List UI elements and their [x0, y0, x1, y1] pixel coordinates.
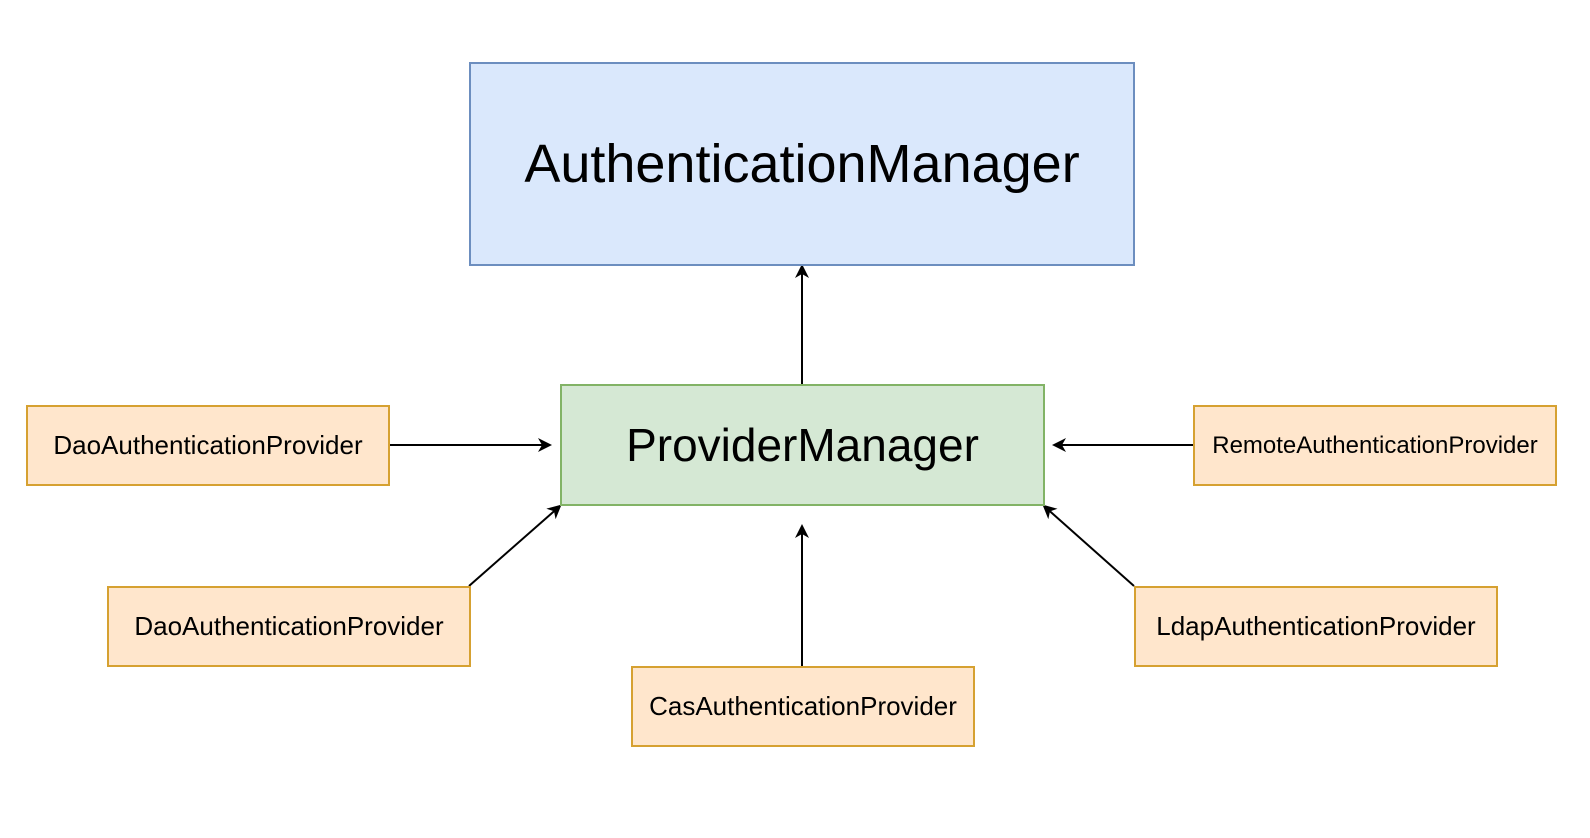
dao-authentication-provider-bottom-box: DaoAuthenticationProvider	[107, 586, 471, 667]
cas-authentication-provider-label: CasAuthenticationProvider	[649, 691, 957, 721]
authentication-manager-label: AuthenticationManager	[524, 134, 1080, 194]
ldap-authentication-provider-label: LdapAuthenticationProvider	[1156, 611, 1476, 641]
edge-ldap-provider-to-provider-manager	[1042, 504, 1135, 587]
dao-authentication-provider-top-label: DaoAuthenticationProvider	[53, 430, 363, 460]
remote-authentication-provider-label: RemoteAuthenticationProvider	[1212, 431, 1538, 459]
authentication-manager-box: AuthenticationManager	[469, 62, 1135, 266]
remote-authentication-provider-box: RemoteAuthenticationProvider	[1193, 405, 1557, 486]
provider-manager-box: ProviderManager	[560, 384, 1045, 506]
cas-authentication-provider-box: CasAuthenticationProvider	[631, 666, 975, 747]
ldap-authentication-provider-box: LdapAuthenticationProvider	[1134, 586, 1498, 667]
dao-authentication-provider-top-box: DaoAuthenticationProvider	[26, 405, 390, 486]
edge-dao-provider-bottom-to-provider-manager	[468, 504, 562, 587]
dao-authentication-provider-bottom-label: DaoAuthenticationProvider	[134, 611, 444, 641]
provider-manager-label: ProviderManager	[626, 419, 979, 471]
